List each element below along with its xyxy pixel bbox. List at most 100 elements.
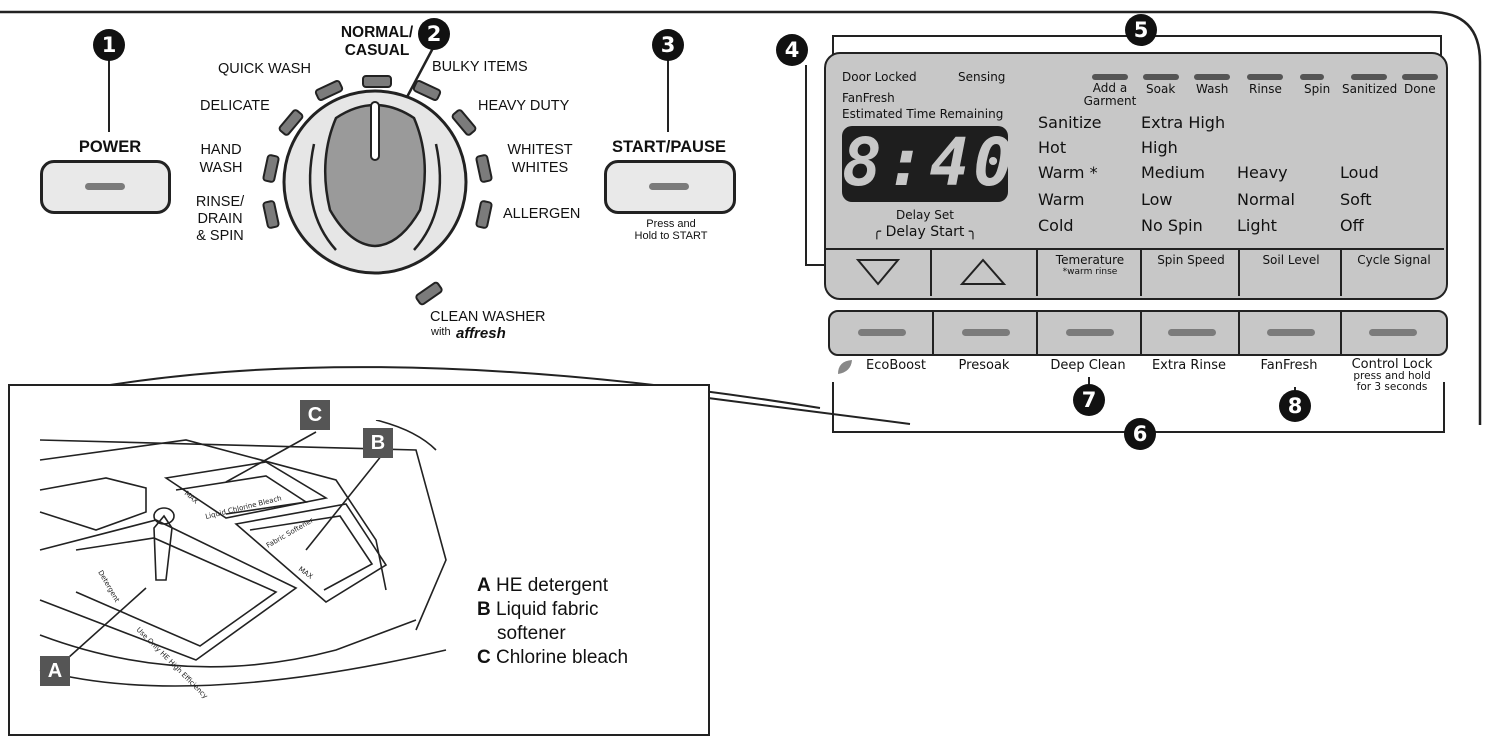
delay-start-label: ╭ Delay Start ╮ [842,224,1008,240]
legend-b-text-2: softener [497,623,566,644]
control-lock-button[interactable] [1340,312,1444,354]
fanfresh-button[interactable] [1238,312,1342,354]
key-row-divider [826,248,1444,250]
extra-rinse-label: Extra Rinse [1151,358,1227,373]
start-pause-button[interactable] [604,160,736,214]
status-done: Done [1404,82,1436,96]
fanfresh-button-indicator [1267,329,1315,336]
temp-sanitize: Sanitize [1038,113,1102,132]
soil-level-key-label: Soil Level [1262,253,1320,267]
door-locked-indicator: Door Locked [842,70,917,84]
bleach-max-text: MAX [183,489,200,505]
status-add-line1: Add a [1092,81,1128,95]
signal-soft: Soft [1340,190,1372,209]
softener-compartment-text: Fabric Softener [265,516,315,549]
spin-low: Low [1141,190,1173,209]
start-indicator [649,183,689,190]
ecoboost-indicator [858,329,906,336]
temp-warm-rinse: Warm * [1038,163,1098,182]
legend-a-letter: A [477,575,491,596]
cycle-normal-casual: NORMAL/ CASUAL [322,24,432,60]
fanfresh-indicator: FanFresh [842,91,895,105]
extra-rinse-button[interactable] [1140,312,1240,354]
cycle-rinse-line2: DRAIN [197,211,243,227]
down-arrow-icon [855,259,901,286]
deep-clean-button[interactable] [1036,312,1142,354]
cycle-clean-washer-with: with [431,326,451,338]
cycle-normal-line2: CASUAL [344,42,410,59]
cycle-clean-washer: CLEAN WASHER [430,309,546,325]
detergent-compartment-text: Detergent [96,569,121,604]
cycle-rinse-line1: RINSE/ [195,194,245,210]
status-spin: Spin [1304,82,1331,96]
cycle-heavy-duty: HEAVY DUTY [478,98,570,114]
status-pill-done [1402,74,1438,80]
presoak-indicator [962,329,1010,336]
signal-off: Off [1340,216,1364,235]
tag-a: A [40,656,70,686]
cycle-rinse-drain-spin: RINSE/ DRAIN & SPIN [190,194,250,245]
temperature-key-label: Temerature [1055,253,1125,267]
status-pill-rinse [1247,74,1283,80]
control-lock-note1: press and hold [1353,370,1431,382]
up-arrow-key[interactable] [930,250,1038,296]
legend-a: A HE detergent [477,574,608,598]
control-lock-indicator [1369,329,1417,336]
start-note-line1: Press and [646,218,696,230]
temperature-key[interactable]: Temerature *warm rinse [1036,250,1142,296]
callout-7: 7 [1073,384,1105,416]
down-arrow-key[interactable] [826,250,930,296]
callout-8: 8 [1279,390,1311,422]
cycle-signal-key-label: Cycle Signal [1357,253,1431,267]
spin-no-spin: No Spin [1141,216,1203,235]
callout-2: 2 [418,18,450,50]
temp-cold: Cold [1038,216,1074,235]
delay-start-left-arc: ╭ [872,224,886,240]
cycle-delicate: DELICATE [200,98,270,114]
tag-c: C [300,400,330,430]
start-pause-note: Press and Hold to START [616,218,726,242]
cycle-dial[interactable] [280,60,500,310]
cycle-signal-key[interactable]: Cycle Signal [1340,250,1446,296]
spin-speed-key-label: Spin Speed [1157,253,1225,267]
dial-indicator-normal [362,75,392,88]
status-pill-wash [1194,74,1230,80]
start-pause-label: START/PAUSE [612,138,726,156]
status-add-garment: Add a Garment [1080,82,1140,108]
soil-heavy: Heavy [1237,163,1288,182]
control-lock-label: Control Lock press and hold for 3 second… [1340,358,1444,393]
legend-c-letter: C [477,647,491,668]
status-sanitized: Sanitized [1342,82,1398,96]
power-button[interactable] [40,160,171,214]
time-readout: 8:40 [842,124,1017,201]
status-pill-soak [1143,74,1179,80]
affresh-logo: affresh [456,325,506,342]
delay-start-right-arc: ╮ [964,224,978,240]
leaf-icon [838,360,852,374]
up-arrow-icon [959,258,1007,285]
option-button-strip [828,310,1448,356]
ecoboost-button[interactable] [830,312,932,354]
power-label: POWER [78,138,142,156]
status-wash: Wash [1196,82,1229,96]
soil-level-key[interactable]: Soil Level [1238,250,1342,296]
cycle-hand-line1: HAND [200,142,242,158]
spin-speed-key[interactable]: Spin Speed [1140,250,1240,296]
sensing-indicator: Sensing [958,70,1006,84]
cycle-normal-line1: NORMAL/ [340,24,414,41]
status-add-line2: Garment [1083,94,1137,108]
power-indicator [85,183,125,190]
signal-loud: Loud [1340,163,1379,182]
temp-hot: Hot [1038,138,1067,157]
extra-rinse-indicator [1168,329,1216,336]
cycle-hand-line2: WASH [199,160,243,176]
cycle-hand-wash: HAND WASH [196,141,246,177]
presoak-button[interactable] [932,312,1038,354]
soil-light: Light [1237,216,1277,235]
cycle-whitest-line1: WHITEST [507,142,573,158]
callout-1: 1 [93,29,125,61]
dispenser-illustration: MAX Liquid Chlorine Bleach Fabric Soften… [39,420,447,700]
callout-6: 6 [1124,418,1156,450]
delay-start-text: Delay Start [885,224,965,240]
ecoboost-label: EcoBoost [866,358,927,373]
